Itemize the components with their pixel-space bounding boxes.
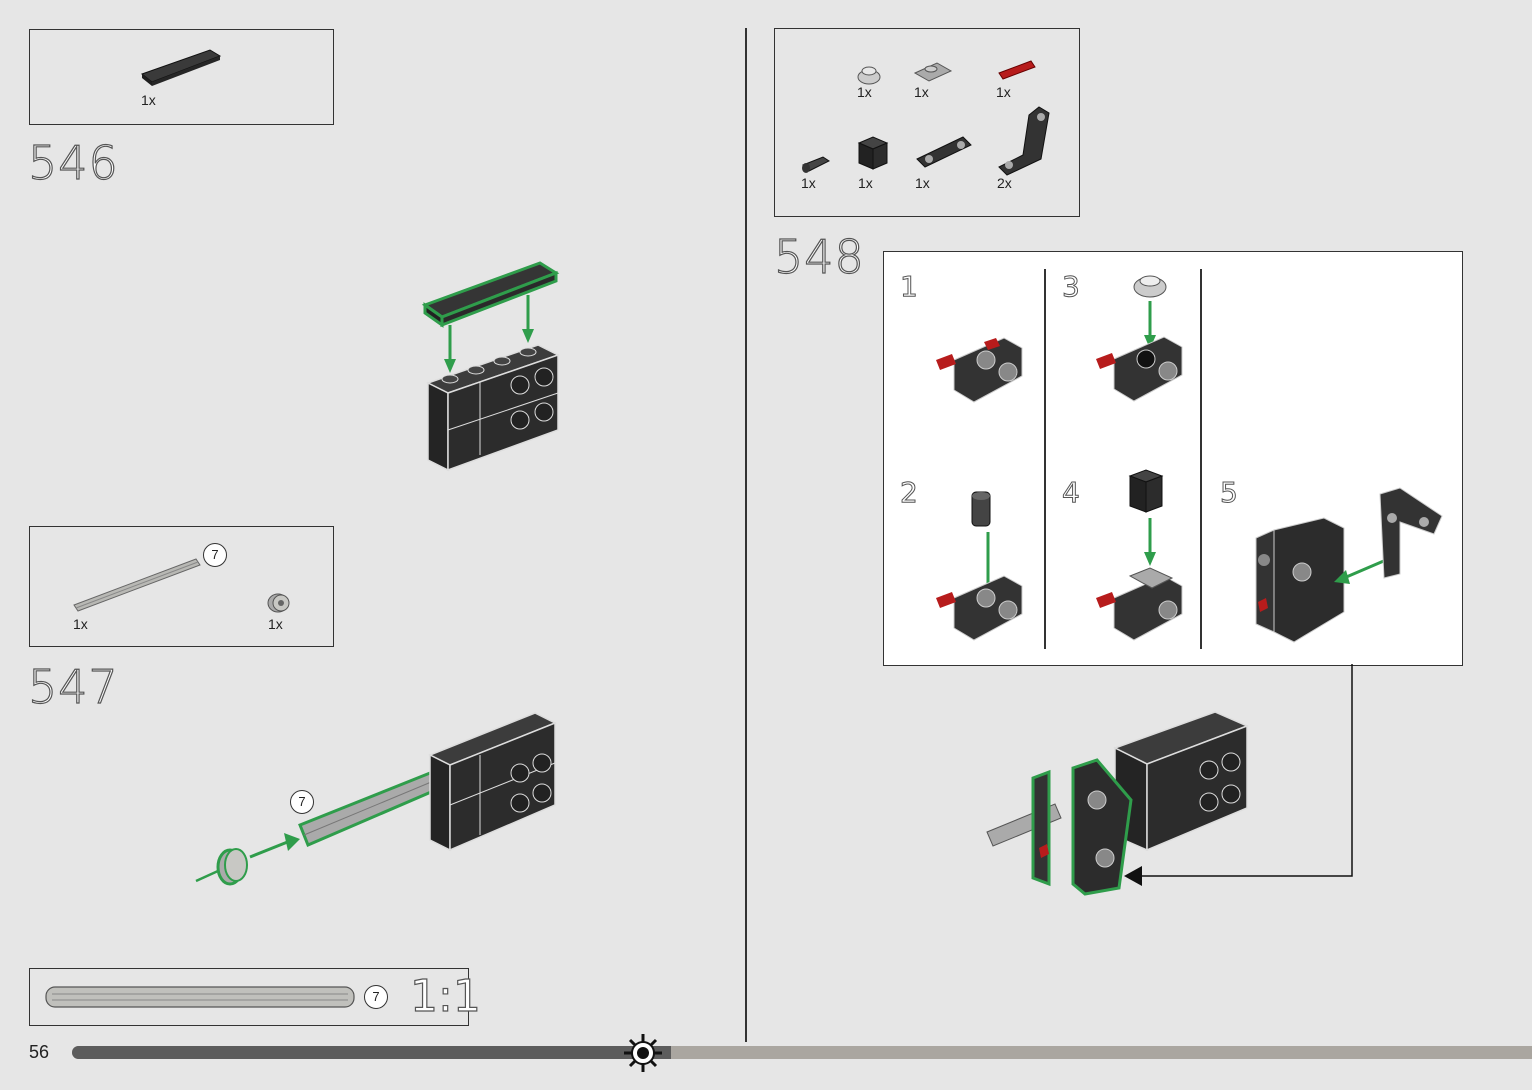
scale-label: 1:1 bbox=[410, 971, 481, 1022]
substep-number-2: 2 bbox=[900, 476, 918, 509]
step-547-illustration bbox=[190, 705, 570, 895]
pin-icon bbox=[799, 151, 833, 177]
part-qty: 1x bbox=[857, 84, 872, 100]
red-connector-icon bbox=[995, 55, 1040, 85]
part-qty: 1x bbox=[141, 92, 156, 108]
substep-number-5: 5 bbox=[1220, 476, 1238, 509]
scale-reference-box: 7 1:1 bbox=[29, 968, 469, 1026]
part-qty: 1x bbox=[915, 175, 930, 191]
flat-tile-icon bbox=[138, 46, 228, 96]
angled-beam-icon bbox=[995, 103, 1055, 173]
substep-3-illustration bbox=[1094, 267, 1194, 412]
part-qty: 1x bbox=[801, 175, 816, 191]
step-number-547: 547 bbox=[28, 660, 119, 714]
parts-box-546: 1x bbox=[29, 29, 334, 125]
axle-icon bbox=[70, 553, 210, 623]
length-callout: 7 bbox=[290, 790, 314, 814]
page-number: 56 bbox=[29, 1042, 49, 1063]
substep-number-1: 1 bbox=[900, 270, 918, 303]
substep-1-illustration bbox=[934, 330, 1034, 410]
part-qty: 1x bbox=[73, 616, 88, 632]
brick-icon bbox=[857, 135, 891, 175]
subassembly-box: 1 2 3 4 5 bbox=[883, 251, 1463, 666]
part-qty: 1x bbox=[996, 84, 1011, 100]
axle-1to1-icon bbox=[44, 985, 359, 1011]
beam-icon bbox=[913, 131, 975, 171]
step-546-illustration bbox=[420, 255, 620, 475]
step-number-546: 546 bbox=[28, 136, 119, 190]
substep-4-illustration bbox=[1094, 468, 1194, 648]
subassembly-divider bbox=[1044, 269, 1046, 649]
parts-box-548: 1x 1x 1x 1x 1x 1x 2x bbox=[774, 28, 1080, 217]
length-callout: 7 bbox=[364, 985, 388, 1009]
part-qty: 2x bbox=[997, 175, 1012, 191]
length-callout: 7 bbox=[203, 543, 227, 567]
clip-plate-icon bbox=[911, 57, 956, 87]
substep-number-4: 4 bbox=[1062, 476, 1080, 509]
progress-fill bbox=[72, 1046, 671, 1059]
step-number-548: 548 bbox=[774, 230, 865, 284]
part-qty: 1x bbox=[914, 84, 929, 100]
substep-5-illustration bbox=[1254, 482, 1454, 652]
substep-2-illustration bbox=[934, 488, 1034, 648]
parts-box-547: 7 1x 1x bbox=[29, 526, 334, 647]
subassembly-divider bbox=[1200, 269, 1202, 649]
substep-number-3: 3 bbox=[1062, 270, 1080, 303]
part-qty: 1x bbox=[268, 616, 283, 632]
part-qty: 1x bbox=[858, 175, 873, 191]
page-divider bbox=[745, 28, 747, 1042]
progress-bar bbox=[72, 1046, 1532, 1059]
progress-marker-icon bbox=[622, 1032, 664, 1074]
step-548-illustration bbox=[985, 708, 1265, 898]
